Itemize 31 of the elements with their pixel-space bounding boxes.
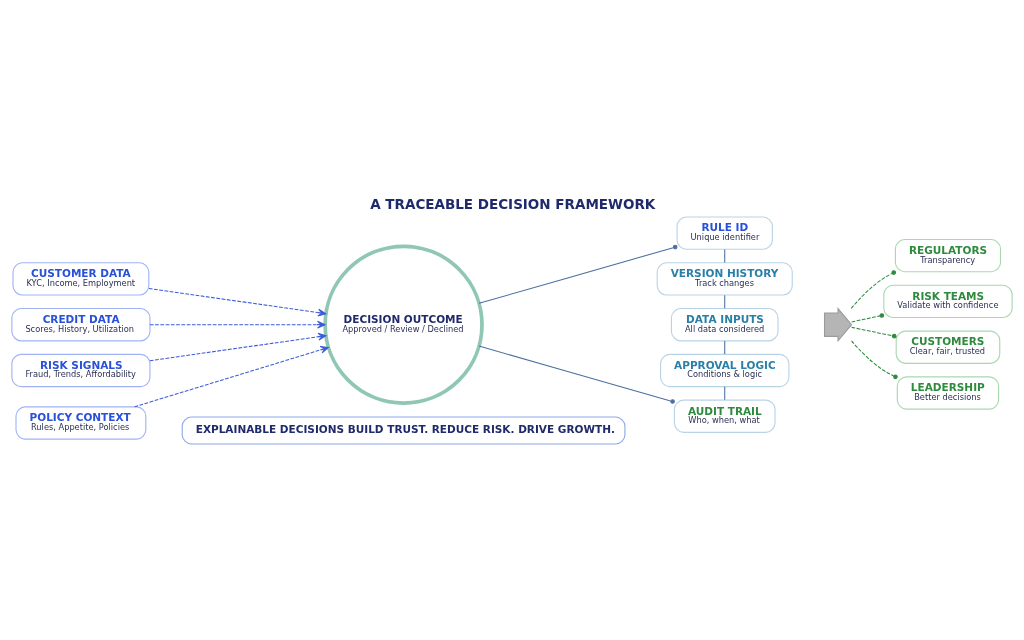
node-box: LEADERSHIP Better decisions (896, 376, 1000, 410)
node-box: CREDIT DATA Scores, History, Utilization (11, 308, 151, 342)
node-box: RULE ID Unique identifier (676, 216, 773, 250)
node-box: CUSTOMER DATA KYC, Income, Employment (12, 262, 150, 296)
node-box: APPROVAL LOGIC Conditions & logic (660, 353, 790, 388)
connector (851, 313, 885, 323)
node-box: POLICY CONTEXT Rules, Appetite, Policies (15, 406, 147, 440)
connector (478, 244, 678, 304)
arrow (134, 345, 329, 408)
node-box: RISK SIGNALS Fraud, Trends, Affordability (11, 353, 151, 388)
node-circle: DECISION OUTCOME Approved / Review / Declined (323, 244, 484, 405)
connector (478, 345, 675, 404)
node-box: VERSION HISTORY Track changes (656, 262, 793, 296)
node-box: AUDIT TRAIL Who, when, what (673, 399, 776, 433)
node-box: DATA INPUTS All data considered (670, 308, 779, 342)
diagram-title: A TRACEABLE DECISION FRAMEWORK (370, 196, 656, 213)
node-chevron (823, 307, 853, 343)
connector (851, 326, 897, 339)
connector (851, 340, 898, 380)
arrow (148, 288, 327, 317)
connector (724, 386, 726, 401)
connector (724, 340, 726, 355)
node-box: CUSTOMERS Clear, fair, trusted (895, 330, 1001, 364)
arrow (149, 320, 326, 329)
arrow (149, 332, 327, 362)
node-box: REGULATORS Transparency (894, 238, 1002, 273)
node-box: RISK TEAMS Validate with confidence (883, 284, 1013, 319)
node-box: EXPLAINABLE DECISIONS BUILD TRUST. REDUCE RISK. DRIVE GROWTH. (181, 416, 626, 445)
connector (850, 270, 897, 309)
connector (724, 248, 726, 263)
connector (724, 294, 726, 309)
